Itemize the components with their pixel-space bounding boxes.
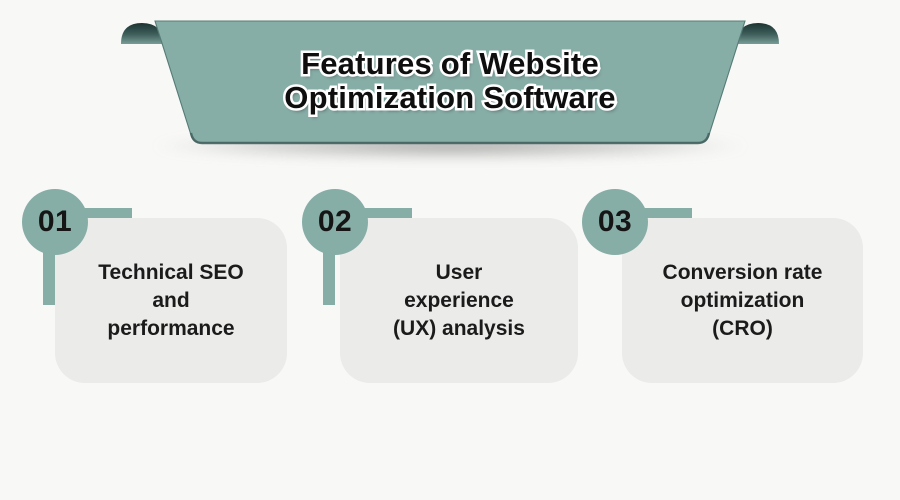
- feature-card-3: Conversion rate optimization (CRO): [622, 218, 863, 383]
- feature-2-line-2: experience: [404, 288, 514, 312]
- number-badge-2: 02: [302, 189, 368, 255]
- feature-card-3-text: Conversion rate optimization (CRO): [663, 259, 823, 343]
- feature-2-line-3: (UX) analysis: [393, 316, 525, 340]
- number-badge-1-label: 01: [37, 205, 73, 238]
- feature-1-line-2: and: [152, 288, 190, 312]
- number-badge-3-label: 03: [597, 205, 633, 238]
- title-line2-text: Optimization Software: [284, 80, 616, 115]
- ribbon-bottom-edge: [189, 132, 711, 145]
- connector-horizontal-1: [80, 208, 132, 218]
- feature-card-2: User experience (UX) analysis: [340, 218, 578, 383]
- feature-3-line-1: Conversion rate: [662, 260, 823, 284]
- ribbon-left-curl-icon: [121, 23, 163, 44]
- title-line-2: Optimization Software Optimization Softw…: [150, 78, 750, 117]
- feature-2-line-1: User: [435, 260, 483, 284]
- title-line-1: Features of Website Features of Website: [150, 44, 750, 83]
- number-badge-3: 03: [582, 189, 648, 255]
- feature-card-1-text: Technical SEO and performance: [98, 259, 244, 343]
- title-line2-outline: Optimization Software: [282, 78, 618, 117]
- feature-card-2-text: User experience (UX) analysis: [393, 259, 525, 343]
- connector-horizontal-3: [640, 208, 692, 218]
- number-badge-1: 01: [22, 189, 88, 255]
- feature-card-1: Technical SEO and performance: [55, 218, 287, 383]
- feature-3-line-2: optimization: [680, 288, 805, 312]
- ribbon-right-curl-icon: [737, 23, 779, 44]
- title-ribbon: [121, 20, 779, 159]
- title-line1-text: Features of Website: [301, 46, 599, 81]
- feature-3-line-3: (CRO): [712, 316, 773, 340]
- connector-horizontal-2: [360, 208, 412, 218]
- feature-1-line-1: Technical SEO: [98, 260, 244, 284]
- page-title: Features of Website Features of Website …: [150, 44, 750, 117]
- number-badge-2-label: 02: [317, 205, 353, 238]
- feature-1-line-3: performance: [107, 316, 235, 340]
- title-line1-outline: Features of Website: [299, 44, 602, 83]
